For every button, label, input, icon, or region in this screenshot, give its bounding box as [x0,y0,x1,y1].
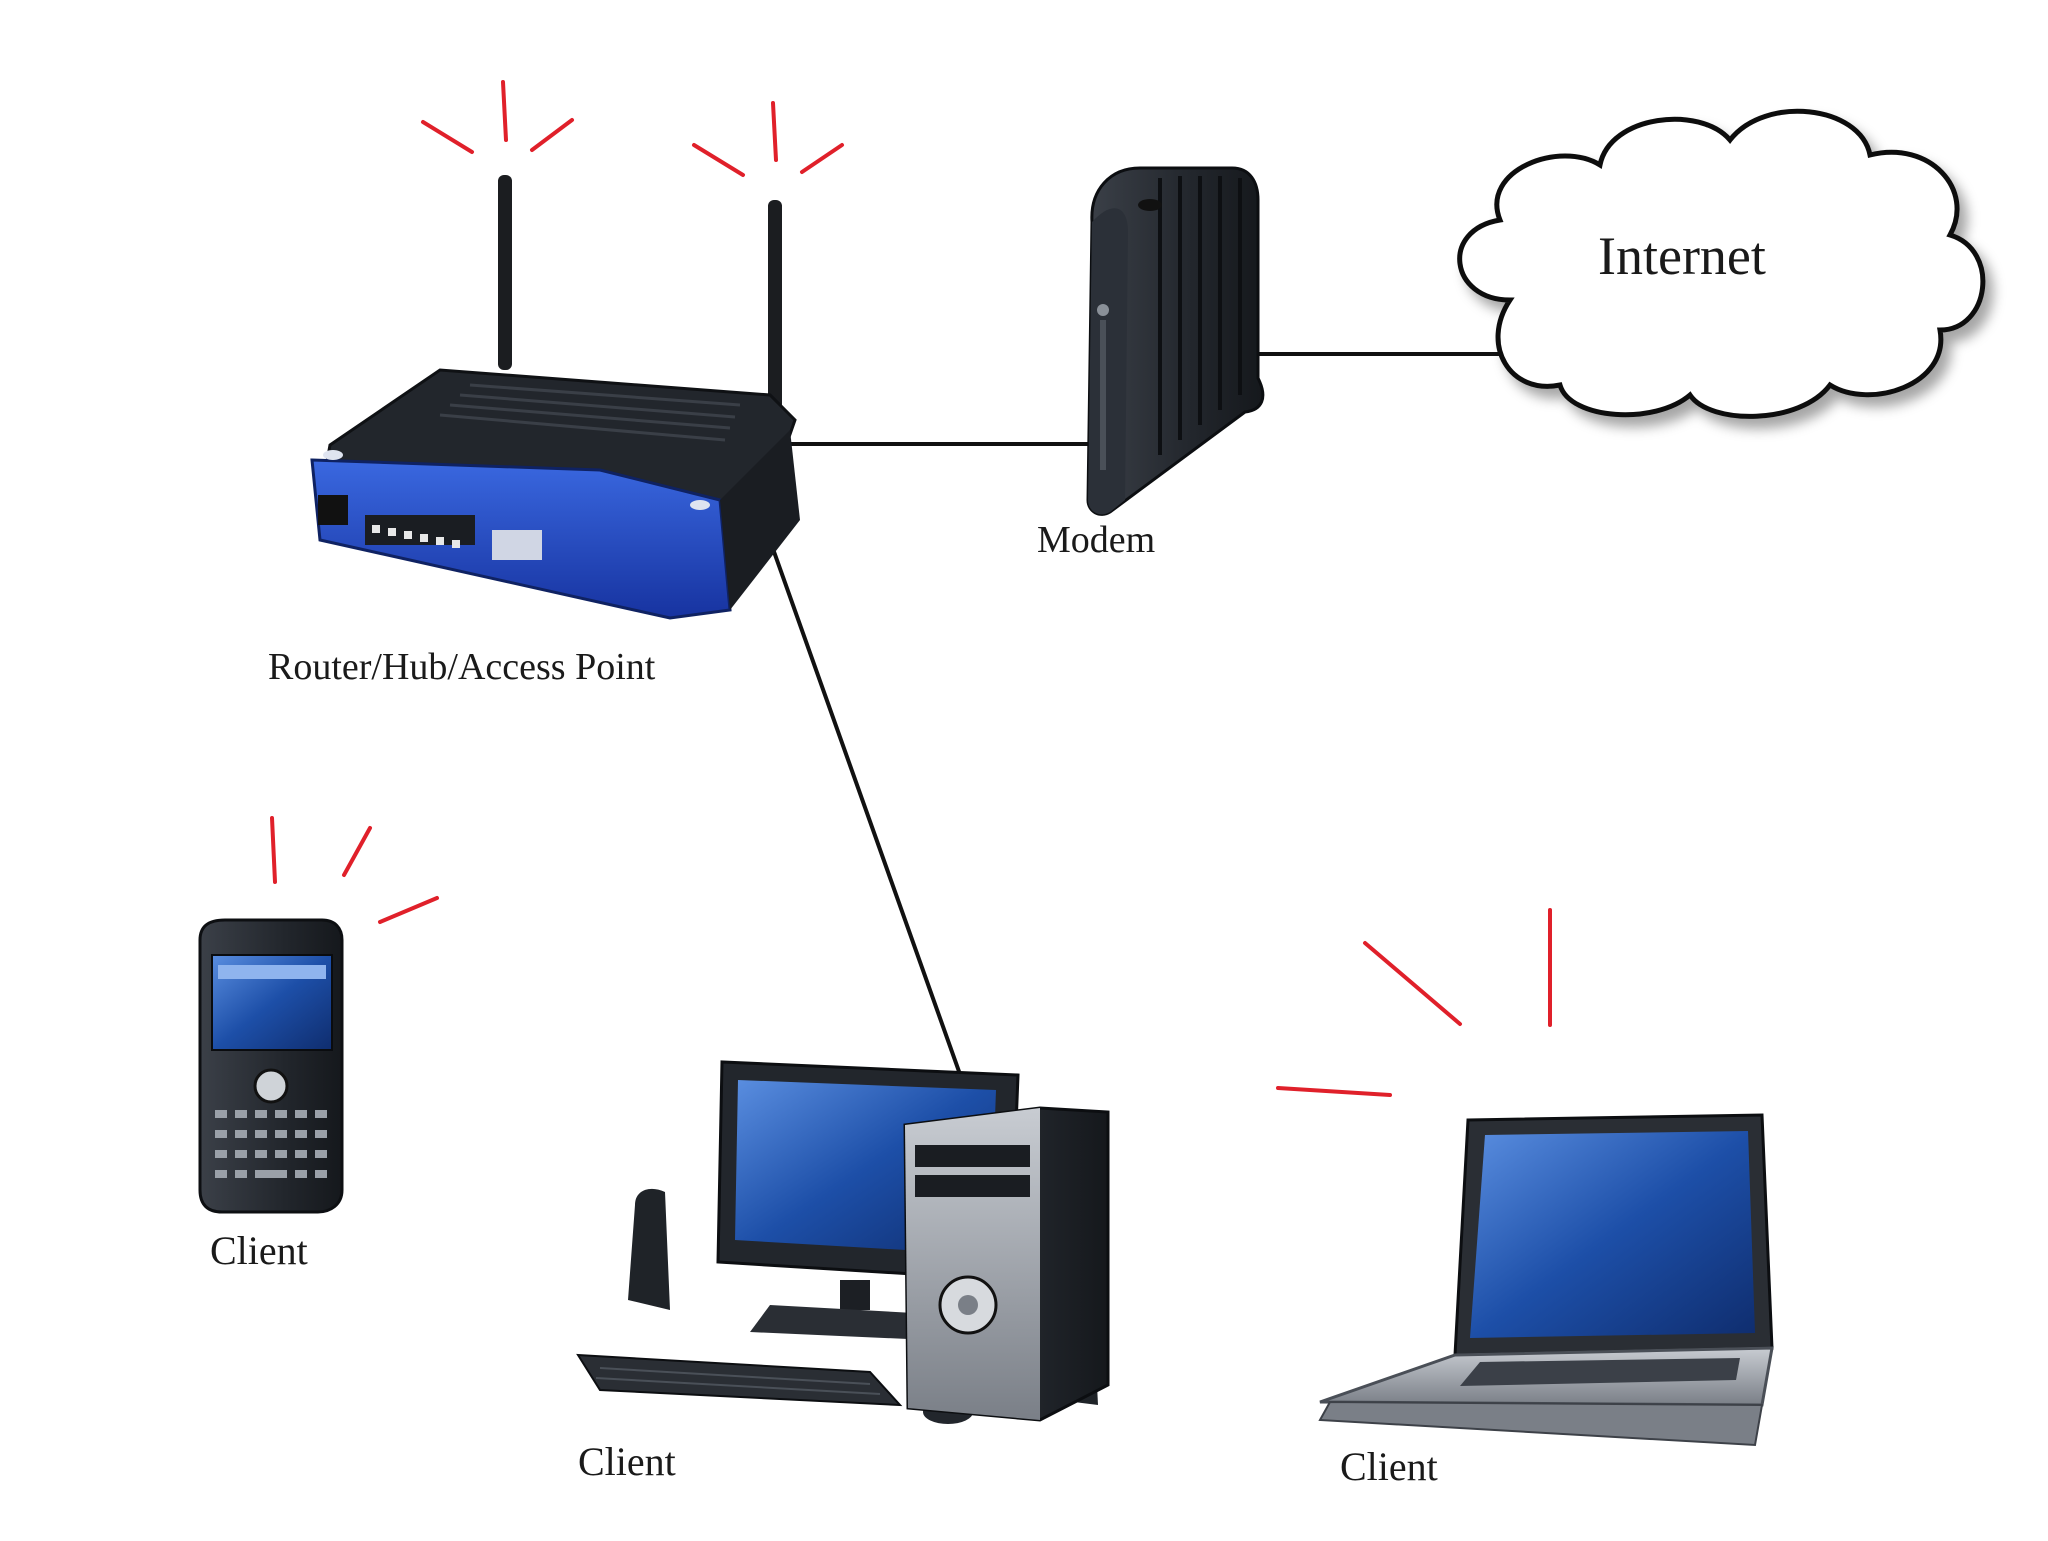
internet-label: Internet [1598,226,1766,286]
phone-client-label: Client [210,1228,308,1273]
cloud-icon [1457,108,1986,419]
desktop-client-label: Client [578,1439,676,1484]
connection-router-desktop [760,517,974,1109]
wireless-router-icon [310,175,800,620]
router-signal-marks [421,80,844,177]
smartphone-icon [198,918,344,1214]
desktop-computer-icon [576,1060,1110,1424]
laptop-icon [1318,1113,1774,1447]
router-label: Router/Hub/Access Point [268,646,656,688]
modem-label: Modem [1037,519,1156,561]
laptop-signal-marks [1276,908,1552,1097]
phone-signal-marks [270,816,439,924]
modem-icon [1086,166,1265,516]
laptop-client-label: Client [1340,1444,1438,1489]
